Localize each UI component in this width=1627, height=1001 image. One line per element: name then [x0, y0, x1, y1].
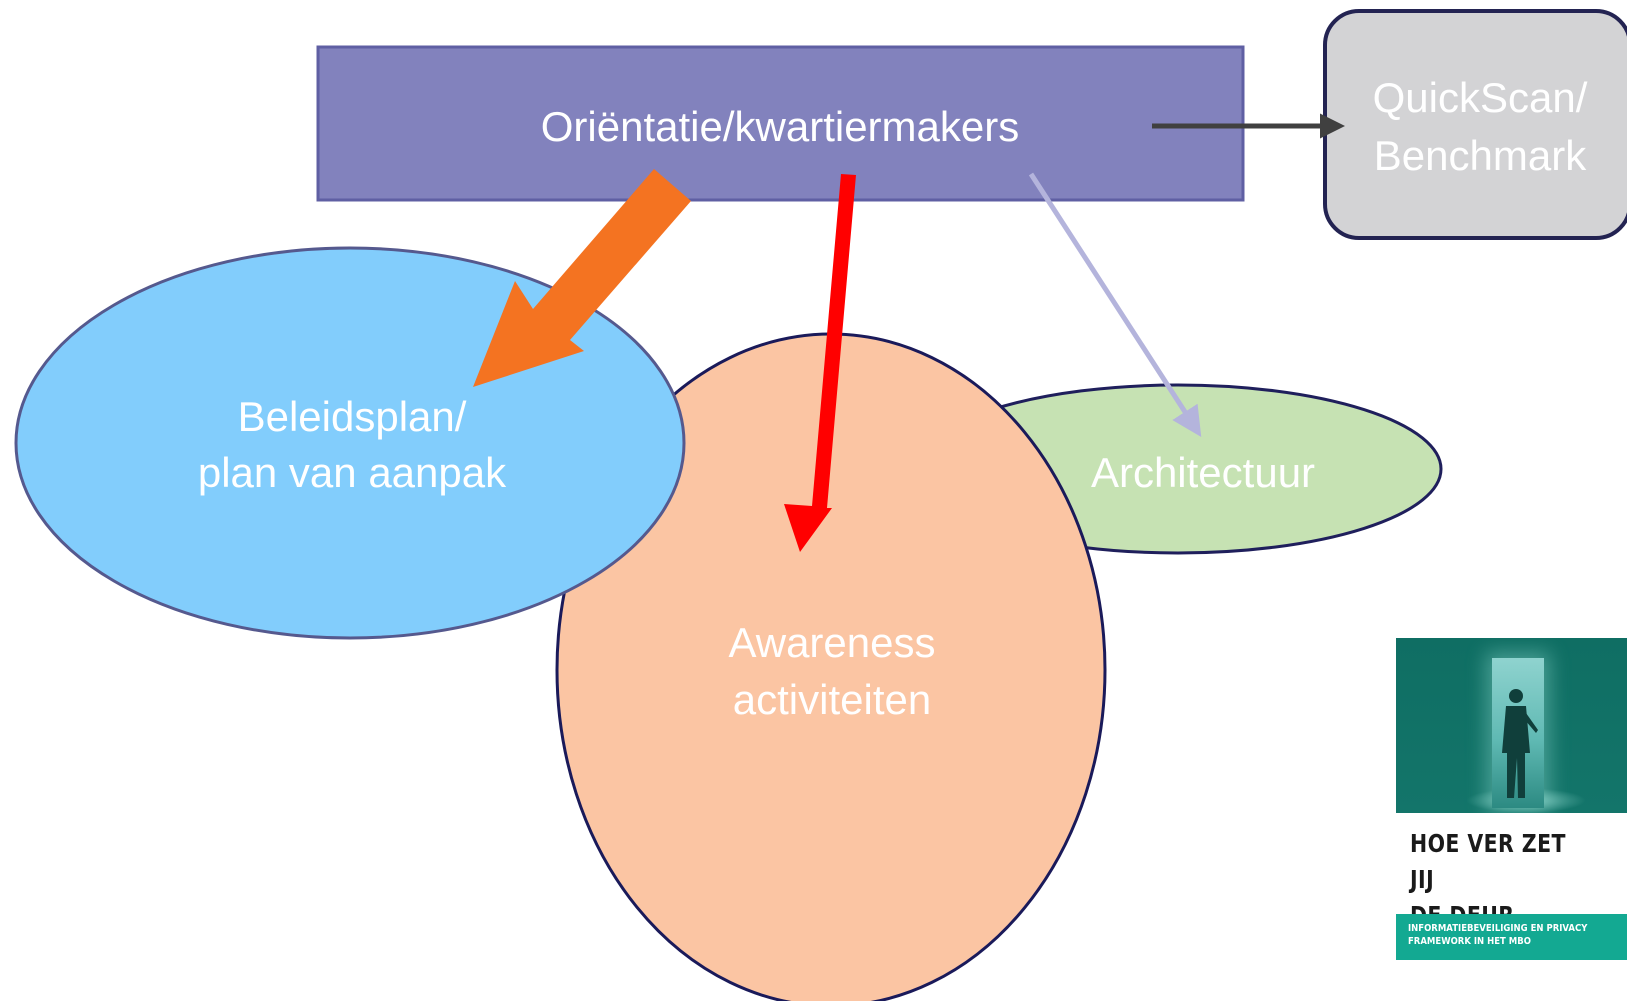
- quickscan-label-line1: QuickScan/: [1373, 74, 1588, 121]
- edge-orientatie-awareness: [784, 174, 856, 552]
- beleidsplan-label-line1: Beleidsplan/: [238, 393, 467, 440]
- awareness-label-line2: activiteiten: [733, 676, 931, 723]
- awareness-label-line1: Awareness: [728, 619, 935, 666]
- book-cover-art: [1396, 638, 1627, 813]
- edge-orientatie-architectuur: [1028, 172, 1202, 438]
- orientatie-node[interactable]: [316, 45, 1245, 202]
- book-subtitle-band: INFORMATIEBEVEILIGING EN PRIVACY FRAMEWO…: [1396, 914, 1627, 960]
- architectuur-label: Architectuur: [1091, 449, 1315, 496]
- quickscan-node[interactable]: [1323, 9, 1627, 240]
- book-subtitle: INFORMATIEBEVEILIGING EN PRIVACY FRAMEWO…: [1408, 923, 1588, 947]
- book-cover-image: HOE VER ZET JIJ DE DEUR OPEN? INFORMATIE…: [1396, 638, 1627, 960]
- person-silhouette-icon: [1502, 689, 1538, 798]
- orientatie-label: Oriëntatie/kwartiermakers: [541, 103, 1019, 150]
- beleidsplan-label-line2: plan van aanpak: [198, 449, 507, 496]
- quickscan-label-line2: Benchmark: [1374, 132, 1587, 179]
- door-icon: [1492, 658, 1544, 808]
- edge-orientatie-beleidsplan: [473, 169, 691, 387]
